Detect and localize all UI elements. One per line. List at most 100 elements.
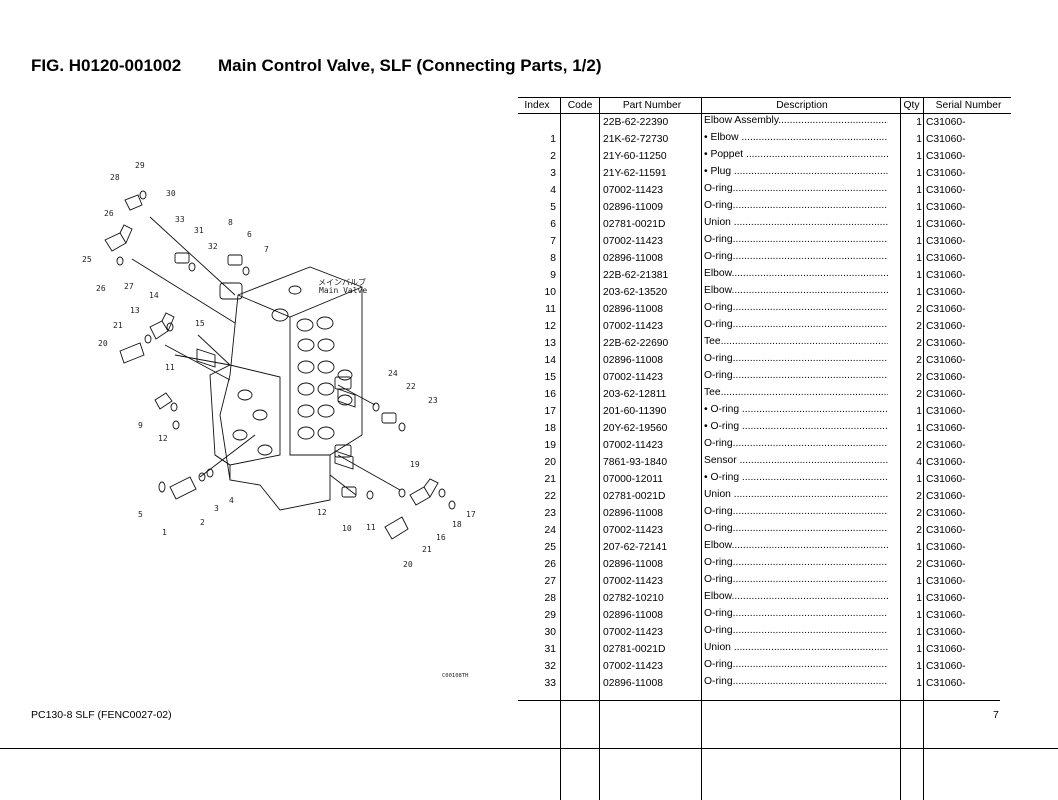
row-code xyxy=(560,386,600,403)
row-code xyxy=(560,199,600,216)
row-index: 5 xyxy=(550,202,556,213)
row-description: O-ring..................................… xyxy=(701,233,901,250)
row-description: O-ring..................................… xyxy=(701,607,901,624)
top-fitting xyxy=(219,282,243,300)
row-part-number: 07002-11423 xyxy=(599,573,702,590)
row-serial-number: C31060- xyxy=(923,369,1011,386)
svg-text:24: 24 xyxy=(388,369,398,378)
description-text: O-ring..................................… xyxy=(704,625,888,636)
row-index: 15 xyxy=(544,372,556,383)
row-qty: 2 xyxy=(900,318,924,335)
row-code xyxy=(560,590,600,607)
row-part-number: 201-60-11390 xyxy=(599,403,702,420)
row-qty: 1 xyxy=(900,233,924,250)
row-description: Union ..................................… xyxy=(701,216,901,233)
row-serial-number: C31060- xyxy=(923,573,1011,590)
row-description: O-ring..................................… xyxy=(701,250,901,267)
row-description: • O-ring ...............................… xyxy=(701,403,901,420)
row-description: Elbow...................................… xyxy=(701,590,901,607)
row-qty: 1 xyxy=(900,182,924,199)
row-qty: 1 xyxy=(900,471,924,488)
row-serial-number: C31060- xyxy=(923,301,1011,318)
row-code xyxy=(560,335,600,352)
svg-text:26: 26 xyxy=(104,209,114,218)
row-description: • Elbow ................................… xyxy=(701,131,901,148)
row-index: 27 xyxy=(544,576,556,587)
row-description: • Plug .................................… xyxy=(701,165,901,182)
description-text: O-ring..................................… xyxy=(704,200,888,211)
row-serial-number: C31060- xyxy=(923,386,1011,403)
row-code xyxy=(560,539,600,556)
valve-side-block xyxy=(209,364,281,466)
svg-text:5: 5 xyxy=(138,510,143,519)
svg-text:17: 17 xyxy=(466,510,476,519)
row-part-number: 21K-62-72730 xyxy=(599,131,702,148)
row-code xyxy=(560,250,600,267)
description-text: Sensor .................................… xyxy=(704,455,888,466)
row-description: O-ring..................................… xyxy=(701,369,901,386)
description-text: O-ring..................................… xyxy=(704,506,888,517)
row-part-number: 07002-11423 xyxy=(599,437,702,454)
row-serial-number: C31060- xyxy=(923,658,1011,675)
description-text: O-ring..................................… xyxy=(704,659,888,670)
row-code xyxy=(560,318,600,335)
row-part-number: 02896-11008 xyxy=(599,675,702,692)
svg-text:12: 12 xyxy=(158,434,168,443)
row-qty: 1 xyxy=(900,216,924,233)
footer-model: PC130-8 SLF (FENC0027-02) xyxy=(31,709,172,721)
row-code xyxy=(560,403,600,420)
row-qty: 1 xyxy=(900,539,924,556)
row-qty: 1 xyxy=(900,131,924,148)
row-serial-number: C31060- xyxy=(923,539,1011,556)
row-part-number: 21Y-60-11250 xyxy=(599,148,702,165)
row-serial-number: C31060- xyxy=(923,335,1011,352)
row-code xyxy=(560,624,600,641)
row-index: 9 xyxy=(550,270,556,281)
page-number: 7 xyxy=(993,709,999,721)
table-filler-row xyxy=(518,692,1011,786)
row-serial-number: C31060- xyxy=(923,420,1011,437)
row-part-number: 02896-11008 xyxy=(599,352,702,369)
row-part-number: 07000-12011 xyxy=(599,471,702,488)
row-code xyxy=(560,573,600,590)
row-code xyxy=(560,113,600,131)
svg-text:26: 26 xyxy=(96,284,106,293)
row-part-number: 07002-11423 xyxy=(599,522,702,539)
row-part-number: 07002-11423 xyxy=(599,658,702,675)
figure-id: FIG. H0120-001002 xyxy=(31,56,182,75)
description-text: Elbow...................................… xyxy=(704,285,888,296)
row-qty: 2 xyxy=(900,488,924,505)
row-code xyxy=(560,641,600,658)
description-text: O-ring..................................… xyxy=(704,676,888,687)
row-description: Tee.....................................… xyxy=(701,386,901,403)
svg-text:30: 30 xyxy=(166,189,176,198)
svg-text:31: 31 xyxy=(194,226,204,235)
row-part-number: 22B-62-22390 xyxy=(599,113,702,131)
description-text: O-ring..................................… xyxy=(704,370,888,381)
row-serial-number: C31060- xyxy=(923,113,1011,131)
line-27 xyxy=(131,258,236,324)
svg-text:15: 15 xyxy=(195,319,205,328)
row-serial-number: C31060- xyxy=(923,624,1011,641)
row-code xyxy=(560,165,600,182)
row-index: 30 xyxy=(544,627,556,638)
svg-text:19: 19 xyxy=(410,460,420,469)
row-serial-number: C31060- xyxy=(923,199,1011,216)
row-part-number: 22B-62-22690 xyxy=(599,335,702,352)
row-index: 20 xyxy=(544,457,556,468)
row-description: O-ring..................................… xyxy=(701,658,901,675)
row-index xyxy=(518,114,561,132)
row-part-number: 02896-11008 xyxy=(599,250,702,267)
table-bottom-rule xyxy=(518,700,1000,701)
svg-text:13: 13 xyxy=(130,306,140,315)
row-part-number: 21Y-62-11591 xyxy=(599,165,702,182)
